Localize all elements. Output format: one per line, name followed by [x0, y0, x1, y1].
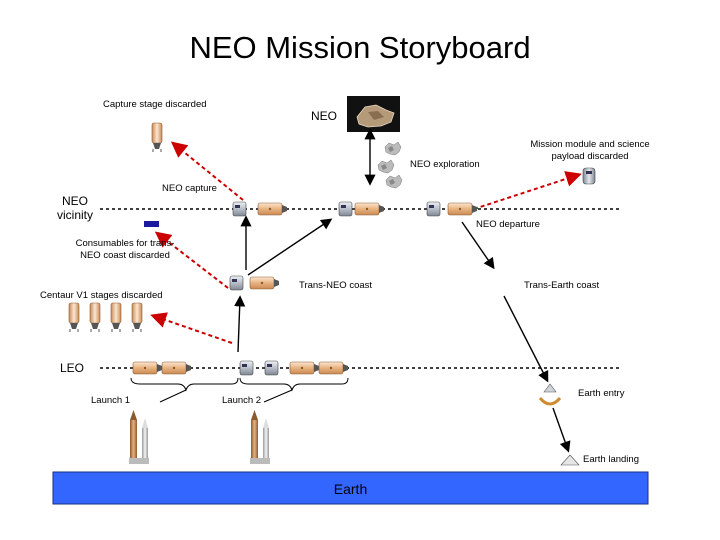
launch-2-label: Launch 2	[222, 395, 262, 406]
capture-discard-arrow	[170, 141, 244, 201]
trans-earth-coast-arrow	[503, 295, 549, 383]
mission-module-discard-arrow	[473, 171, 582, 210]
consumables-discarded-icon	[144, 221, 159, 227]
neo-vicinity-label-2: vicinity	[56, 208, 93, 222]
launch-1-label: Launch 1	[91, 395, 131, 406]
centaur-discard-arrow	[150, 312, 233, 344]
mission-module-discarded-label-2: payload discarded	[551, 151, 629, 162]
earth-entry-label: Earth entry	[578, 388, 625, 399]
launch-2-brace	[239, 377, 349, 392]
centaur-stages-discarded-icons	[68, 302, 143, 333]
spacecraft-neo-stay	[338, 201, 385, 217]
consumables-discarded-label-2: NEO coast discarded	[80, 250, 170, 261]
neo-sample-icons	[377, 141, 403, 189]
launch-vehicle-2	[250, 410, 270, 464]
mission-module-discarded-icon	[582, 167, 596, 185]
earth-landing-label: Earth landing	[583, 454, 639, 465]
trans-neo-coast-arrow	[247, 218, 333, 276]
launch-2-connector	[263, 389, 293, 403]
leo-label: LEO	[60, 361, 85, 375]
earth-landing-capsule-icon	[560, 454, 580, 466]
consumables-discarded-label-1: Consumables for trans-	[75, 238, 175, 249]
centaur-discarded-label: Centaur V1 stages discarded	[40, 290, 163, 301]
neo-departure-label: NEO departure	[476, 219, 540, 230]
neo-label: NEO	[311, 109, 338, 123]
neo-asteroid-image	[347, 96, 400, 132]
capture-stage-discarded-label: Capture stage discarded	[103, 99, 207, 110]
spacecraft-trans-neo-coast	[229, 275, 280, 291]
spacecraft-neo-departure	[426, 201, 478, 217]
earth-label: Earth	[333, 481, 368, 497]
neo-departure-arrow	[461, 221, 495, 270]
trans-earth-coast-label: Trans-Earth coast	[524, 280, 600, 291]
launch-vehicle-1	[129, 410, 149, 464]
neo-vicinity-label-1: NEO	[61, 194, 88, 208]
spacecraft-neo-capture	[232, 201, 288, 217]
neo-capture-label: NEO capture	[162, 183, 217, 194]
trans-neo-arrow-up	[234, 295, 246, 353]
mission-module-discarded-label-1: Mission module and science	[530, 139, 650, 150]
neo-exploration-label: NEO exploration	[410, 159, 480, 170]
capture-stage-discarded-icon	[151, 122, 163, 153]
earth-entry-capsule-icon	[538, 383, 562, 406]
launch-1-connector	[159, 389, 187, 403]
page-title: NEO Mission Storyboard	[189, 30, 531, 65]
earth-band	[52, 471, 649, 505]
consumables-discard-arrow	[154, 231, 229, 289]
leo-stack-launch-1	[132, 361, 192, 375]
trans-neo-coast-label: Trans-NEO coast	[299, 280, 373, 291]
launch-1-brace	[130, 377, 239, 392]
earth-landing-arrow	[552, 407, 571, 453]
